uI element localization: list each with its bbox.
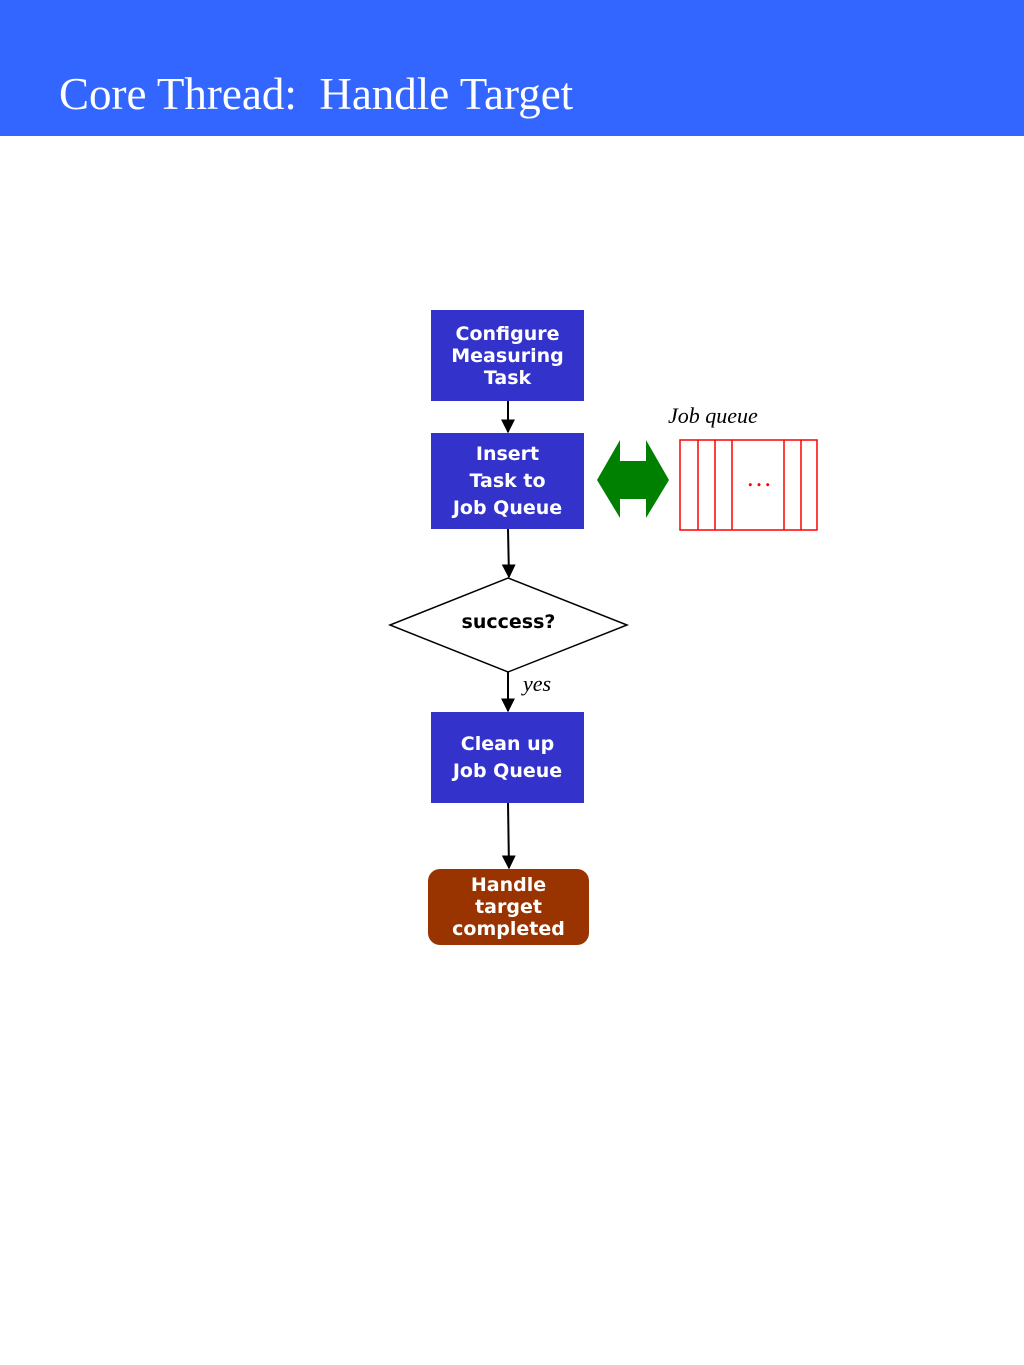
box-label-line: target [475, 896, 542, 918]
configure-task-box: Configure Measuring Task [431, 310, 584, 401]
arrow-insert-to-decision [501, 528, 516, 579]
insert-task-box: Insert Task to Job Queue [431, 433, 584, 529]
yes-label: yes [523, 671, 552, 696]
box-label-line: Measuring [451, 344, 564, 367]
box-label-line: Task to [469, 469, 546, 492]
job-queue-label: Job queue [668, 403, 758, 428]
cleanup-queue-box: Clean up Job Queue [431, 712, 584, 803]
job-queue-ellipsis: … [746, 463, 772, 492]
job-queue-box [679, 439, 818, 531]
arrow-cleanup-to-terminal [501, 802, 516, 870]
box-label-line: Job Queue [452, 496, 563, 519]
box-label-line: Insert [475, 442, 540, 465]
handle-target-completed-box: Handle target completed [428, 869, 589, 945]
title-bar [0, 0, 1024, 136]
box-label-line: Job Queue [452, 759, 563, 782]
decision-label: success? [461, 611, 556, 633]
box-label-line: Handle [470, 874, 547, 896]
exchange-double-arrow [597, 440, 669, 518]
box-label-line: Configure [455, 322, 560, 345]
page-title: Core Thread: Handle Target [59, 69, 574, 119]
box-label-line: Task [483, 366, 532, 389]
box-label-line: completed [452, 918, 565, 940]
box-label-line: Clean up [460, 732, 555, 755]
